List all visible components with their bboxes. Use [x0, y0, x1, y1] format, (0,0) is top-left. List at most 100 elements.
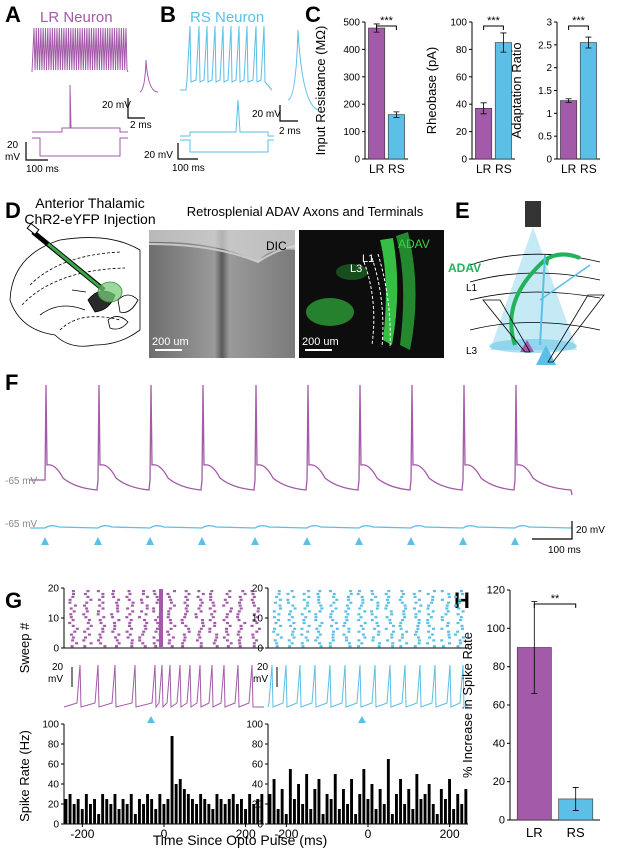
raster-spike: [223, 598, 227, 601]
histogram-y-tick-label: 80: [48, 740, 60, 751]
raster-spike: [346, 595, 350, 598]
raster-spike: [317, 630, 320, 633]
raster-spike: [98, 604, 102, 607]
optogenetic-train-traces: [30, 384, 573, 545]
raster-spike: [357, 630, 361, 633]
raster-spike: [237, 610, 241, 613]
raster-spike: [87, 633, 91, 636]
raster-spike: [370, 610, 374, 613]
raster-spike: [398, 598, 402, 601]
raster-spike: [184, 624, 188, 627]
raster-spike: [413, 633, 417, 636]
lr-trace-scale-unit: mV: [48, 674, 63, 685]
histogram-bar: [390, 814, 394, 824]
raster-spike: [399, 621, 403, 625]
raster-spike: [112, 590, 115, 593]
raster-spike: [377, 630, 381, 633]
raster-spike: [111, 630, 115, 633]
raster-spike: [98, 633, 102, 636]
raster-spike: [440, 616, 444, 619]
raster-spike: [209, 592, 212, 596]
panel-a-title: LR Neuron: [40, 9, 113, 26]
raster-spike: [226, 633, 230, 636]
histogram-bar: [113, 794, 117, 824]
raster-spike: [429, 616, 433, 619]
significance-stars: **: [551, 593, 560, 605]
raster-spike: [182, 633, 186, 636]
histogram-y-tick-label: 60: [48, 760, 60, 771]
histogram-bar: [219, 799, 223, 824]
panel-a-scalebar-main: [25, 142, 48, 161]
panel-letter-e: E: [455, 198, 470, 223]
raster-spike: [85, 610, 89, 613]
histogram-bar: [97, 814, 101, 824]
raster-spike: [116, 604, 120, 607]
significance-stars: ***: [487, 15, 501, 27]
raster-spike: [374, 616, 378, 619]
significance-bracket: [483, 25, 504, 30]
raster-spike: [251, 633, 255, 636]
raster-spike: [112, 595, 116, 598]
raster-spike: [156, 621, 160, 625]
raster-spike: [273, 601, 277, 604]
raster-spike: [252, 613, 256, 616]
raster-spike: [329, 604, 333, 607]
raster-spike: [257, 627, 261, 630]
raster-spike: [359, 616, 363, 619]
histogram-bar: [280, 789, 284, 824]
raster-spike: [461, 636, 465, 639]
raster-spike: [228, 590, 232, 593]
raster-spike: [461, 627, 464, 630]
raster-spike: [129, 619, 133, 622]
histogram-bar: [195, 804, 198, 824]
raster-spike: [292, 636, 296, 639]
raster-spike: [447, 633, 451, 636]
raster-spike: [225, 601, 229, 604]
raster-spike: [138, 636, 142, 639]
raster-spike: [237, 630, 241, 633]
raster-spike: [199, 604, 203, 607]
raster-spike: [433, 590, 436, 593]
error-bar: [500, 32, 507, 53]
raster-spike: [210, 613, 214, 616]
raster-spike: [334, 621, 338, 625]
category-label: RS: [580, 162, 597, 176]
raster-spike: [349, 592, 353, 596]
raster-spike: [68, 621, 72, 625]
histogram-bar: [272, 779, 276, 824]
raster-spike: [447, 601, 450, 604]
raster-spike: [84, 636, 87, 639]
raster-spike: [113, 624, 117, 627]
raster-spike: [287, 619, 291, 622]
raster-spike: [215, 636, 219, 639]
raster-spike: [454, 604, 457, 607]
raster-spike: [256, 610, 260, 613]
raster-spike: [303, 607, 307, 610]
significance-bracket: [376, 25, 397, 30]
raster-spike: [332, 592, 336, 596]
raster-spike: [96, 590, 100, 593]
panel-b-scale-v2: 20 mV: [144, 150, 173, 161]
raster-spike: [414, 601, 418, 604]
raster-spike: [460, 624, 464, 627]
raster-spike: [363, 636, 367, 639]
category-label: LR: [526, 825, 543, 840]
raster-spike: [314, 639, 318, 642]
raster-spike: [152, 590, 156, 593]
raster-spike: [331, 633, 335, 636]
raster-spike: [277, 590, 281, 593]
rs-aligned-trace: [267, 664, 468, 708]
raster-spike: [83, 645, 87, 648]
raster-spike: [167, 610, 171, 613]
histogram-bar: [191, 799, 194, 824]
raster-spike: [414, 616, 418, 619]
raster-spike: [318, 590, 322, 593]
raster-spike: [156, 639, 160, 642]
raster-spike: [187, 630, 191, 633]
raster-spike: [459, 616, 463, 619]
raster-spike: [444, 613, 448, 616]
raster-spike: [197, 590, 201, 593]
panel-f-scale-v: 20 mV: [576, 525, 605, 536]
raster-spike: [347, 630, 351, 633]
